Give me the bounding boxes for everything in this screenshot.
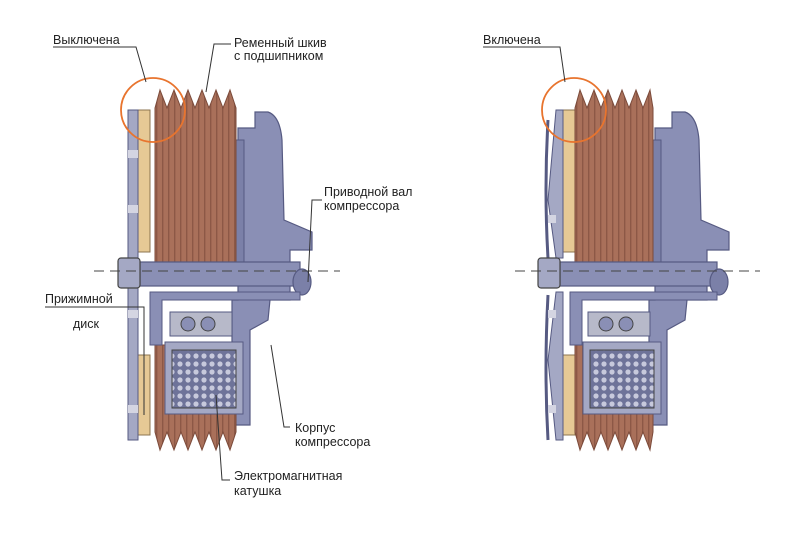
label-housing-line2: компрессора [295,435,370,449]
drive-shaft [139,261,301,287]
hub-flexed [547,109,564,441]
label-pulley-line1: Ременный шкив [234,36,327,50]
electromagnetic-coil [589,349,655,409]
pressure-disc [562,109,576,253]
belt-pulley-upper [574,88,654,269]
shaft-nut [117,257,141,289]
label-coil-line2: катушка [234,484,281,498]
label-pressure-disc-line2: диск [73,317,100,331]
drive-shaft-end [292,268,312,296]
highlight-circle-on [541,77,607,143]
label-coil-line1: Электромагнитная [234,469,342,483]
shaft-nut [537,257,561,289]
label-on-state: Включена [483,33,541,47]
electromagnetic-coil [171,349,237,409]
label-pulley-line2: с подшипником [234,49,323,63]
clutch-assembly-off [117,77,313,452]
label-drive-shaft-line2: компрессора [324,199,399,213]
clutch-assembly-on [537,77,730,452]
label-pressure-disc-line1: Прижимной [45,292,113,306]
bearing-carrier [149,291,301,346]
pressure-disc-lower [562,354,576,436]
label-off-state: Выключена [53,33,120,47]
belt-pulley-upper [154,88,237,269]
pressure-disc [137,109,151,253]
drive-shaft-end [709,268,729,296]
leader-lines [45,43,566,481]
drive-shaft [559,261,718,287]
bearing-carrier [569,291,718,346]
label-drive-shaft-line1: Приводной вал [324,185,412,199]
highlight-circle-off [120,77,186,143]
label-housing-line1: Корпус [295,421,335,435]
